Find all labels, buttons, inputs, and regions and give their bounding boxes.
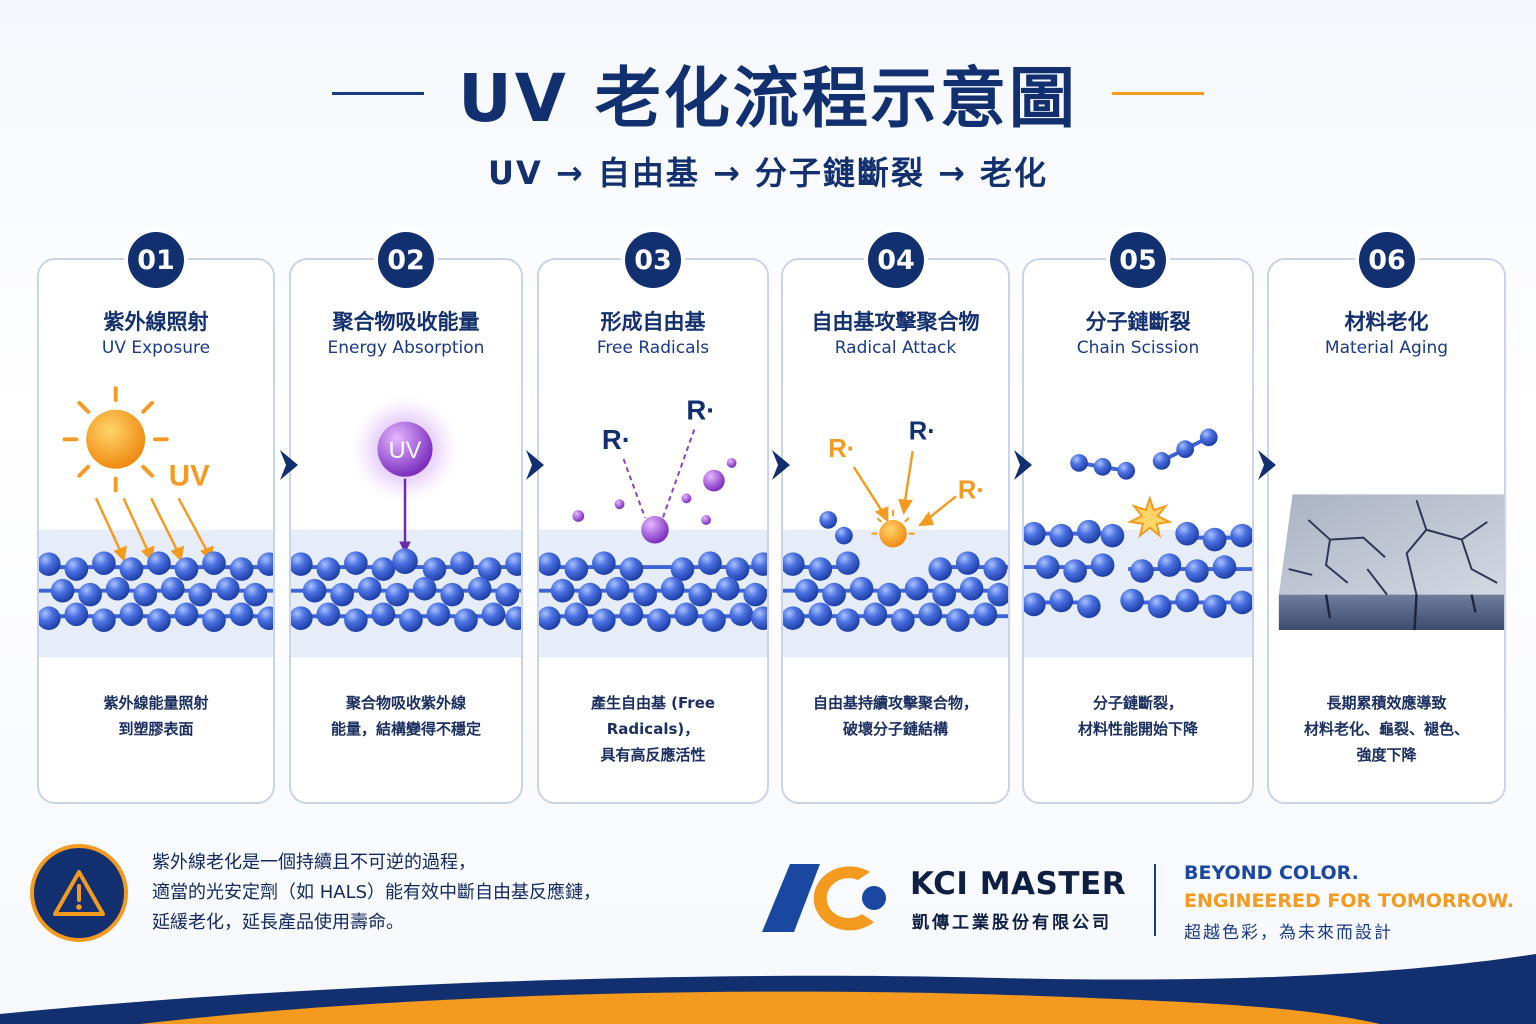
step-description: 自由基持續攻擊聚合物，破壞分子鏈結構 [812, 694, 978, 738]
chevron-right-icon [280, 450, 298, 480]
step-title-cn: 形成自由基 [600, 310, 706, 334]
step-title-en: Radical Attack [834, 338, 957, 358]
step-badge-04: 04 [868, 232, 924, 288]
step-description: 聚合物吸收紫外線能量，結構變得不穩定 [330, 694, 481, 738]
step-title-cn: 紫外線照射 [103, 310, 209, 334]
cracked-slab-icon [1278, 494, 1504, 631]
slogan-en-2: ENGINEERED FOR TOMORROW. [1184, 890, 1514, 912]
step-card-05: 分子鏈斷裂 Chain Scission 分子鏈斷裂，材料性能開始下降 [1022, 258, 1254, 804]
title-row: UV 老化流程示意圖 [0, 48, 1536, 138]
step-badge-03: 03 [625, 232, 681, 288]
page-subtitle: UV → 自由基 → 分子鏈斷裂 → 老化 [487, 154, 1049, 192]
uv-exposure-illustration: UV [39, 386, 273, 658]
step-title-en: UV Exposure [101, 338, 211, 358]
step-card-04: 自由基攻擊聚合物 Radical Attack R· R· R· 自由基持續攻擊… [781, 258, 1010, 804]
chevron-right-icon [772, 450, 790, 480]
uv-label: UV [169, 460, 210, 493]
broken-chain-fragments [1070, 428, 1218, 480]
uv-energy-icon [377, 421, 433, 477]
polymer-chain [539, 551, 767, 632]
title-line-right [1111, 91, 1204, 95]
polymer-chain [39, 551, 273, 632]
step-badge-01: 01 [128, 232, 184, 288]
free-radicals-illustration: R· R· [539, 395, 767, 658]
step-description: 長期累積效應導致材料老化、龜裂、褪色、強度下降 [1303, 694, 1469, 764]
chain-scission-illustration [1024, 428, 1252, 658]
radical-label: R· [602, 424, 631, 455]
bottom-wave-decoration [0, 954, 1536, 1024]
step-title-en: Chain Scission [1076, 338, 1200, 358]
step-badge-02: 02 [378, 232, 434, 288]
radical-label: R· [828, 435, 855, 463]
title-line-left [332, 91, 425, 95]
material-aging-illustration [1278, 494, 1504, 631]
chevron-right-icon [526, 450, 544, 480]
radical-attack-illustration: R· R· R· [783, 417, 1008, 658]
brand-divider [1154, 864, 1156, 936]
note-text: 紫外線老化是一個持續且不可逆的過程， 適當的光安定劑（如 HALS）能有效中斷自… [152, 852, 602, 933]
chevron-right-icon [1258, 450, 1276, 480]
step-badge-06: 06 [1359, 232, 1415, 288]
step-title-cn: 自由基攻擊聚合物 [811, 310, 980, 334]
step-title-en: Free Radicals [596, 338, 710, 358]
energy-absorption-illustration: UV [291, 394, 521, 658]
brand-name-cn: 凱傳工業股份有限公司 [912, 913, 1112, 933]
slogan-cn: 超越色彩，為未來而設計 [1184, 923, 1393, 943]
radical-label: R· [958, 476, 985, 504]
step-card-01: 紫外線照射 UV Exposure UV [37, 258, 275, 804]
step-title-cn: 材料老化 [1344, 310, 1429, 334]
page-title: UV 老化流程示意圖 [458, 60, 1078, 137]
step-title-cn: 聚合物吸收能量 [332, 310, 480, 334]
step-title-en: Material Aging [1324, 338, 1449, 358]
step-description: 分子鏈斷裂，材料性能開始下降 [1077, 694, 1198, 738]
warning-icon [30, 844, 128, 942]
step-card-06: 材料老化 Material Aging 長期累積效應導致材料老化、龜裂、褪色、強… [1267, 258, 1506, 804]
polymer-chain [1024, 519, 1252, 619]
step-description: 產生自由基 (Free Radicals)，具有高反應活性 [590, 694, 716, 764]
step-title-cn: 分子鏈斷裂 [1085, 310, 1191, 334]
uv-label: UV [389, 437, 422, 463]
radical-label: R· [686, 395, 715, 426]
step-card-02: 聚合物吸收能量 Energy Absorption UV 聚合物吸收紫外線能量，… [289, 258, 523, 804]
kci-logo-icon [762, 864, 886, 932]
step-description: 紫外線能量照射到塑膠表面 [103, 694, 209, 738]
brand-name: KCI MASTER [910, 866, 1127, 902]
polymer-chain [291, 548, 521, 632]
step-badge-05: 05 [1110, 232, 1166, 288]
scission-spark-icon [1126, 495, 1173, 539]
step-title-en: Energy Absorption [327, 338, 485, 358]
step-card-03: 形成自由基 Free Radicals R· R· 產生自由基 (Free Ra… [537, 258, 769, 804]
chevron-right-icon [1014, 450, 1032, 480]
sun-icon [62, 386, 169, 493]
slogan-en-1: BEYOND COLOR. [1184, 862, 1359, 884]
polymer-chain [783, 511, 1008, 632]
radical-label: R· [909, 417, 936, 445]
